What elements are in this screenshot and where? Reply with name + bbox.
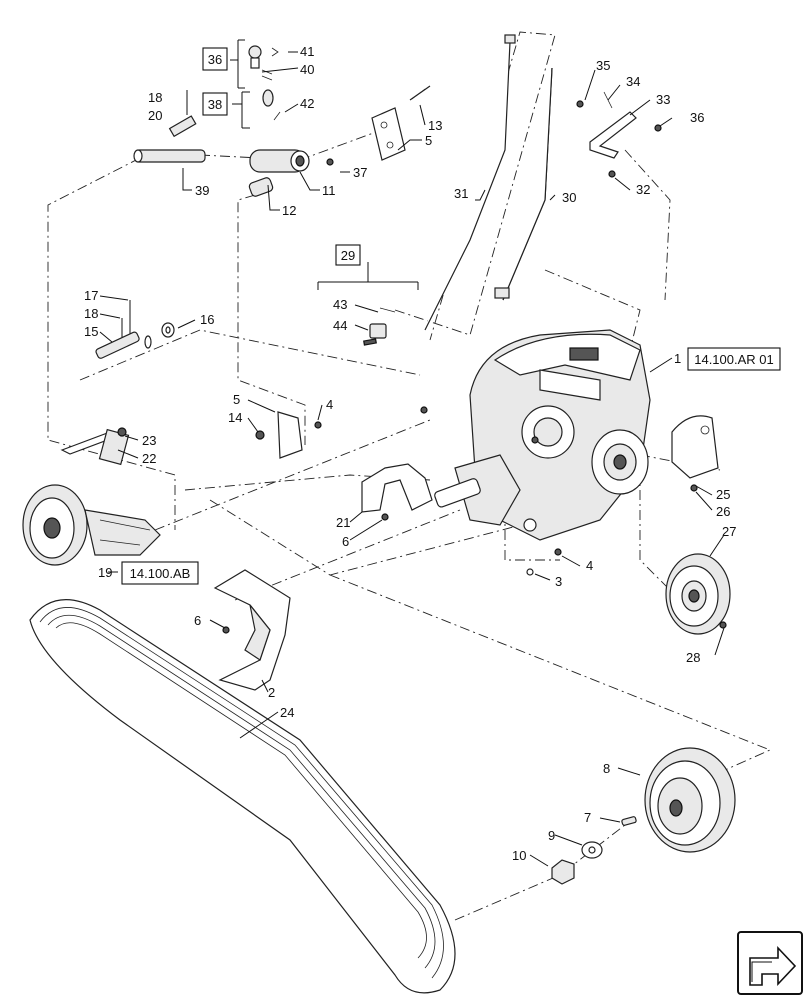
callout-10: 10 [512,848,526,863]
callout-31: 31 [454,186,468,201]
kit-box-38[interactable]: 38 [202,92,228,116]
callout-4-upper: 4 [326,397,333,412]
belt-tensioner [22,427,161,566]
callout-19: 19 [98,565,112,580]
kit-29-parts [363,307,396,346]
callout-14: 14 [228,410,242,425]
callout-16: 16 [200,312,214,327]
gearbox-housing [434,329,651,541]
callout-15: 15 [84,324,98,339]
kit-number: 29 [341,248,355,263]
callout-labels: 41 40 42 18 20 39 11 12 37 5 13 31 30 35… [84,44,736,863]
kit-box-36[interactable]: 36 [202,47,228,71]
callout-17: 17 [84,288,98,303]
callout-25: 25 [716,487,730,502]
callout-30: 30 [562,190,576,205]
callout-33: 33 [656,92,670,107]
callout-23: 23 [142,433,156,448]
right-plate-bracket [671,415,719,492]
callout-36: 36 [690,110,704,125]
callout-37: 37 [353,165,367,180]
assembly-chain-lines [47,31,772,921]
callout-26: 26 [716,504,730,519]
pin-parts-upper [133,90,334,197]
callout-11: 11 [322,183,336,198]
callout-18-lower: 18 [84,306,98,321]
kit-number: 38 [208,97,222,112]
drive-belt [29,599,456,994]
callout-4-lower: 4 [586,558,593,573]
kit-box-29[interactable]: 29 [335,244,361,266]
leader-lines [99,39,725,867]
callout-39: 39 [195,183,209,198]
callout-1: 1 [674,351,681,366]
callout-8: 8 [603,761,610,776]
callout-6-lower: 6 [194,613,201,628]
callout-7: 7 [584,810,591,825]
callout-24: 24 [280,705,294,720]
small-fasteners [526,548,562,576]
callout-2: 2 [268,685,275,700]
callout-40: 40 [300,62,314,77]
callout-43: 43 [333,297,347,312]
callout-5-lower: 5 [233,392,240,407]
callout-22: 22 [142,451,156,466]
next-page-arrow-icon[interactable] [737,931,803,995]
mid-bracket [255,406,428,459]
belt-guard [213,569,291,691]
upper-bracket [371,85,431,161]
callout-34: 34 [626,74,640,89]
callout-5: 5 [425,133,432,148]
right-upper-bracket [576,91,662,178]
callout-21: 21 [336,515,350,530]
dipstick-and-tube [424,34,553,331]
reference-text: 14.100.AR 01 [694,352,774,367]
callout-13: 13 [428,118,442,133]
callout-42: 42 [300,96,314,111]
bracket-21 [361,463,433,521]
pin-parts-middle [95,300,175,359]
callout-6-upper: 6 [342,534,349,549]
callout-27: 27 [722,524,736,539]
reference-link-14-100-ab[interactable]: 14.100.AB [121,561,199,585]
callout-20: 20 [148,108,162,123]
output-pulley-27 [665,553,731,635]
callout-28: 28 [686,650,700,665]
callout-12: 12 [282,203,296,218]
reference-text: 14.100.AB [130,566,191,581]
callout-41: 41 [300,44,314,59]
callout-3: 3 [555,574,562,589]
callout-44: 44 [333,318,347,333]
fitting-assembly [248,45,281,121]
callout-18: 18 [148,90,162,105]
reference-link-14-100-ar-01[interactable]: 14.100.AR 01 [687,347,781,371]
callout-32: 32 [636,182,650,197]
callout-35: 35 [596,58,610,73]
callout-9: 9 [548,828,555,843]
drive-pulley-8 [551,747,736,885]
kit-number: 36 [208,52,222,67]
